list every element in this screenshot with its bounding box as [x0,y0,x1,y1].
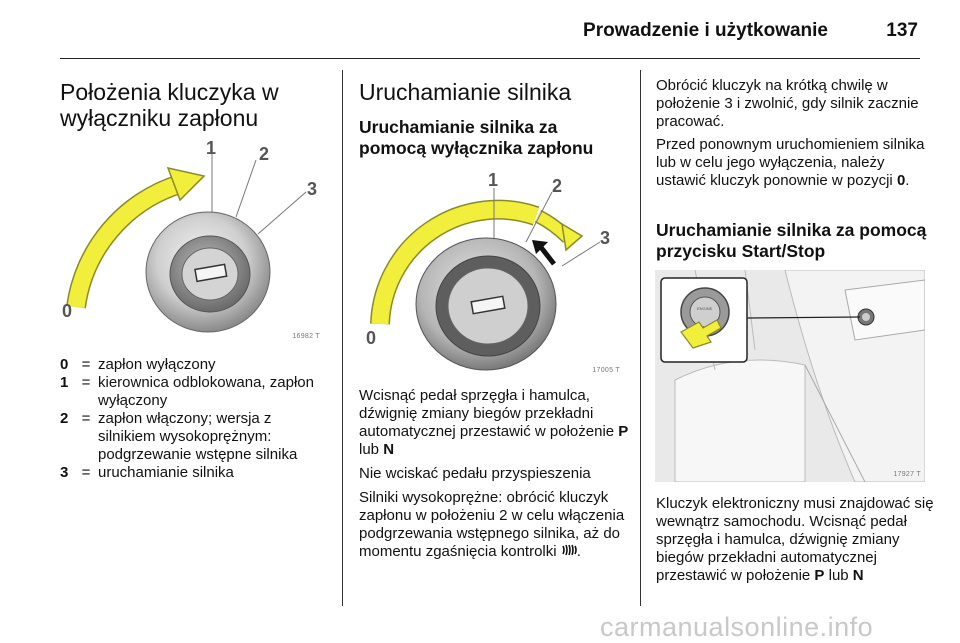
legend-row: 2 = zapłon włączony; wersja z silnikiem … [60,410,328,464]
paragraph-text: Silniki wysokoprężne: obrócić kluczyk za… [359,489,625,560]
header-divider [60,58,920,59]
legend-row: 3 = uruchamianie silnika [60,464,328,482]
gear-n: N [852,567,864,584]
start-stop-illustration: ENGINE [655,269,926,483]
callout-2: 2 [259,144,269,164]
legend-equals: = [81,464,91,481]
legend-equals: = [81,410,91,427]
start-stop-figure: ENGINE 17927 T [655,269,926,483]
legend-text: uruchamianie silnika [98,464,234,481]
callout-1: 1 [206,138,216,158]
paragraph-text: Kluczyk elektroniczny musi znajdować się… [656,495,934,584]
watermark: carmanualsonline.info [600,612,874,642]
position-legend: 0 = zapłon wyłączony 1 = kierownica odbl… [60,356,328,482]
ignition-positions-heading: Położenia kluczyka w wyłączniku zapłonu [60,79,279,131]
paragraph-diesel: Silniki wysokoprężne: obrócić kluczyk za… [359,489,631,561]
paragraph-end: . [905,172,910,189]
ignition-start-illustration: 1 2 3 0 [366,170,610,371]
paragraph-restart: Przed ponownym uruchomieniem silnika lub… [656,136,926,190]
ignition-positions-figure: 1 2 3 0 16982 T [58,132,324,344]
legend-equals: = [81,356,91,373]
legend-key: 1 [60,374,69,391]
gear-p: P [814,567,825,584]
ignition-start-figure: 1 2 3 0 17005 T [356,166,624,378]
paragraph-turn-key: Obrócić kluczyk na krótką chwilę w położ… [656,77,919,130]
glow-plug-icon [561,544,577,558]
legend-row: 0 = zapłon wyłączony [60,356,328,374]
callout-0: 0 [366,328,376,348]
paragraph-text: Wcisnąć pedał sprzęgła i hamulca, dźwign… [359,387,619,440]
figure-reference: 17005 T [592,367,620,374]
figure-reference: 16982 T [292,333,320,340]
legend-equals: = [81,374,91,391]
page-number: 137 [886,20,918,41]
callout-2: 2 [552,176,562,196]
connector-text: lub [824,567,853,584]
gear-p: P [618,423,629,440]
callout-1: 1 [488,170,498,190]
arrow-head [166,166,206,202]
legend-key: 0 [60,356,69,373]
paragraph-text: Przed ponownym uruchomieniem silnika lub… [656,136,925,189]
page-header: Prowadzenie i użytkowanie 137 [0,0,960,60]
paragraph-end: . [576,543,581,560]
svg-text:ENGINE: ENGINE [697,306,713,311]
position-zero: 0 [896,172,906,189]
start-stop-subheading: Uruchamianie silnika za pomocą przycisku… [656,220,927,261]
callout-3: 3 [600,228,610,248]
paragraph-electronic-key: Kluczyk elektroniczny musi znajdować się… [656,495,946,585]
legend-key: 2 [60,410,69,427]
legend-key: 3 [60,464,69,481]
callout-0: 0 [62,301,72,321]
paragraph-pedals: Wcisnąć pedał sprzęgła i hamulca, dźwign… [359,387,629,459]
engine-start-heading: Uruchamianie silnika [359,79,572,105]
figure-reference: 17927 T [893,471,921,478]
legend-text: zapłon wyłączony [98,356,216,373]
ignition-start-subheading: Uruchamianie silnika za pomocą wyłącznik… [359,117,594,158]
legend-text: zapłon włączony; wersja z silnikiem wyso… [98,410,298,463]
section-title: Prowadzenie i użytkowanie [583,20,828,41]
connector-text: lub [359,441,384,458]
legend-text: kierownica odblokowana, zapłon wyłączony [98,374,314,409]
legend-row: 1 = kierownica odblokowana, zapłon wyłąc… [60,374,328,410]
column-divider-1 [342,70,343,606]
column-divider-2 [640,70,641,606]
callout-3: 3 [307,179,317,199]
paragraph-accelerator: Nie wciskać pedału przyspieszenia [359,465,591,482]
gear-n: N [383,441,395,458]
ignition-lock-illustration: 1 2 3 0 [62,138,317,333]
